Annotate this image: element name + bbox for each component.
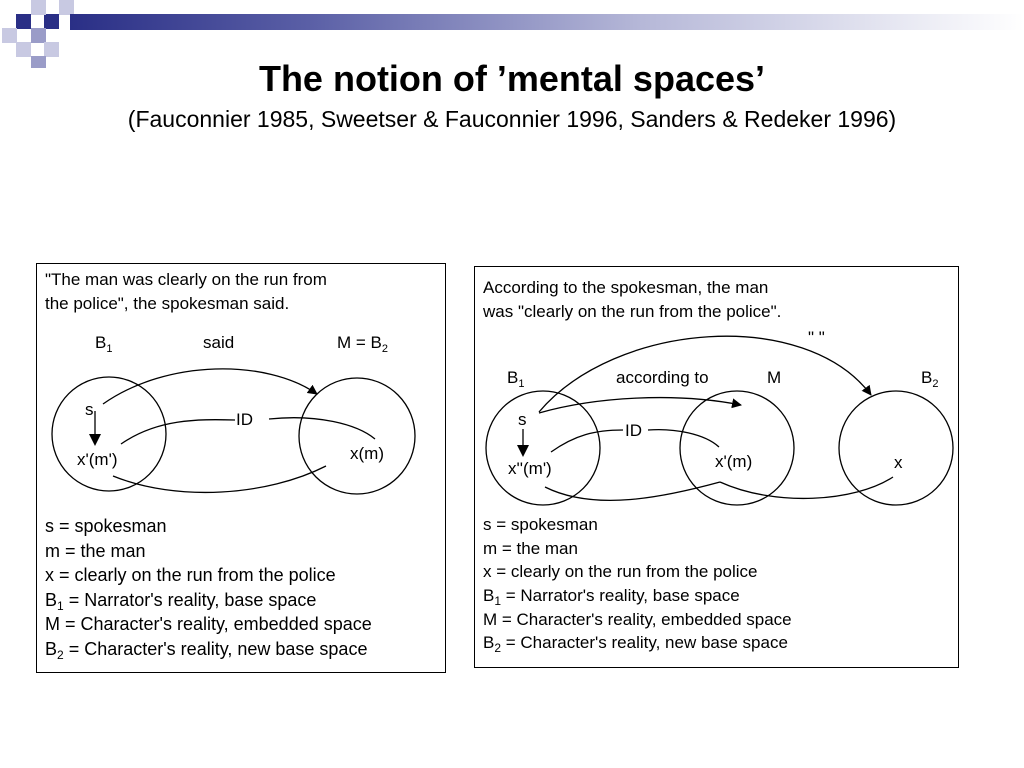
legend-item: M = Character's reality, embedded space xyxy=(45,614,372,634)
legend-item: m = the man xyxy=(45,540,146,561)
space-circle-b1 xyxy=(485,390,601,506)
diagram-panel-right: According to the spokesman, the man was … xyxy=(474,266,959,668)
legend-item: x = clearly on the run from the police xyxy=(483,562,758,582)
identity-link-left xyxy=(120,419,236,445)
identity-link-right xyxy=(647,428,720,448)
legend-left: s = spokesman m = the man x = clearly on… xyxy=(45,514,372,661)
s-down-arrowhead xyxy=(89,434,101,446)
legend-item: x = clearly on the run from the police xyxy=(45,565,336,585)
label-said: said xyxy=(203,333,235,352)
space-circle-b1 xyxy=(51,376,167,492)
quotes-arrow xyxy=(538,335,872,413)
lower-link-curve-1 xyxy=(544,481,721,501)
label-x-prime-m-prime: x'(m') xyxy=(77,450,118,469)
label-id: ID xyxy=(236,410,253,429)
legend-item: B1 = Narrator's reality, base space xyxy=(483,586,740,609)
page-subtitle: (Fauconnier 1985, Sweetser & Fauconnier … xyxy=(127,106,897,132)
label-x-prime-m: x'(m) xyxy=(715,452,753,471)
label-x-double-prime-m-prime: x''(m') xyxy=(508,459,552,478)
said-arrow xyxy=(102,368,318,405)
quote-line-2: was "clearly on the run from the police"… xyxy=(483,302,782,321)
mental-space-diagram-right xyxy=(485,335,954,506)
diagram-panel-left: "The man was clearly on the run from the… xyxy=(36,263,446,673)
space-circle-m xyxy=(679,390,795,506)
space-circle-mb2 xyxy=(298,377,416,495)
legend-item: M = Character's reality, embedded space xyxy=(483,609,792,629)
legend-item: s = spokesman xyxy=(483,515,598,534)
space-circle-b2 xyxy=(838,390,954,506)
quote-line-1: According to the spokesman, the man xyxy=(483,278,769,297)
label-b1: B1 xyxy=(95,333,113,355)
label-m: M xyxy=(767,368,782,387)
slide-decoration xyxy=(2,0,74,68)
lower-link-curve xyxy=(112,465,327,494)
legend-item: m = the man xyxy=(483,538,578,558)
title-gradient-band xyxy=(70,14,1024,30)
lower-link-curve-2 xyxy=(719,476,894,500)
legend-item: s = spokesman xyxy=(45,516,167,536)
label-quotes: " " xyxy=(808,328,825,347)
label-s: s xyxy=(85,400,94,419)
label-s: s xyxy=(518,410,527,429)
legend-item: B2 = Character's reality, new base space xyxy=(483,633,788,656)
label-according-to: according to xyxy=(616,368,709,387)
label-b2: B2 xyxy=(921,368,939,390)
legend-item: B1 = Narrator's reality, base space xyxy=(45,589,317,613)
label-id: ID xyxy=(625,421,642,440)
according-to-arrow xyxy=(538,396,742,414)
label-m-equals-b2: M = B2 xyxy=(337,333,388,355)
legend-right: s = spokesman m = the man x = clearly on… xyxy=(483,513,792,655)
label-b1: B1 xyxy=(507,368,525,390)
identity-link-right xyxy=(268,417,376,440)
mental-space-diagram-left xyxy=(51,368,416,495)
identity-link-left xyxy=(550,429,624,453)
page-title: The notion of ’mental spaces’ xyxy=(258,58,766,99)
label-x: x xyxy=(894,453,903,472)
label-x-m: x(m) xyxy=(350,444,384,463)
quote-line-2: the police", the spokesman said. xyxy=(45,294,290,313)
s-down-arrowhead xyxy=(517,445,529,457)
legend-item: B2 = Character's reality, new base space xyxy=(45,638,368,662)
quote-line-1: "The man was clearly on the run from xyxy=(45,270,327,289)
